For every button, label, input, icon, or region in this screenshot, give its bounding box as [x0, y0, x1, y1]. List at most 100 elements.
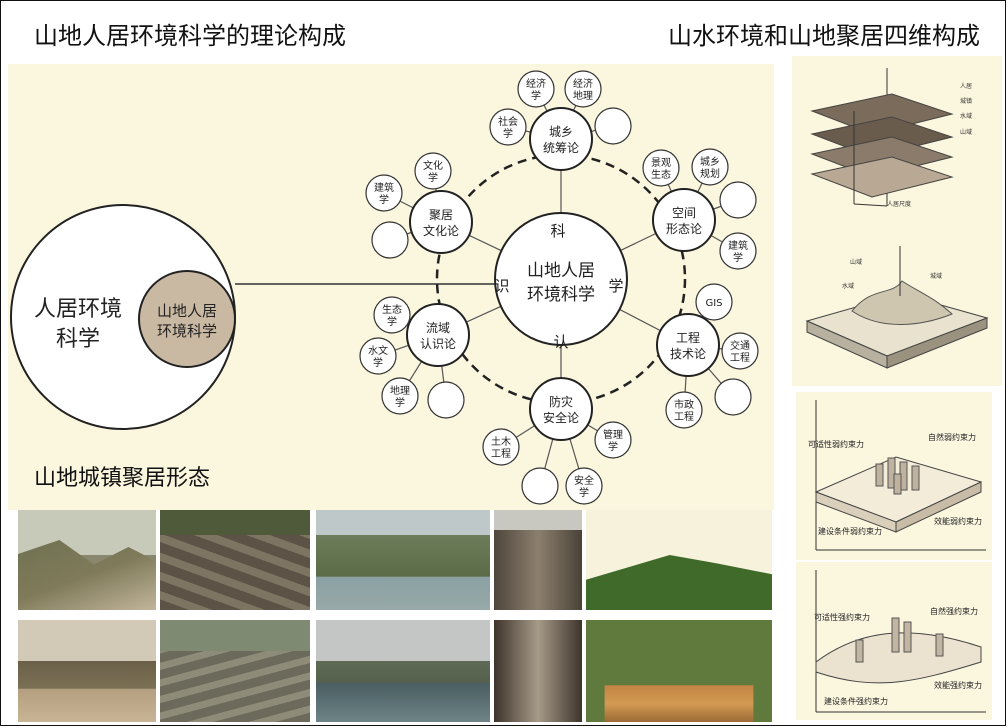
node-liuyu: 流域 认识论 [406, 303, 470, 367]
photo-3 [316, 510, 490, 610]
photo-10 [586, 620, 772, 722]
node-kongjian: 空间 形态论 [652, 188, 716, 252]
svg-text:聚居: 聚居 [429, 208, 453, 222]
photo-8 [316, 620, 490, 722]
svg-text:流域: 流域 [426, 321, 450, 335]
center-line1: 山地人居 [527, 261, 595, 281]
ring-word-bottom: 认 [553, 333, 568, 351]
svg-text:景观: 景观 [651, 157, 671, 169]
svg-text:学: 学 [379, 193, 389, 206]
weak-tl: 可适性弱约束力 [808, 439, 864, 449]
svg-text:形态论: 形态论 [666, 222, 702, 236]
svg-text:建筑: 建筑 [728, 239, 748, 252]
svg-text:空间: 空间 [672, 206, 696, 220]
ring-word-left: 识 [494, 277, 509, 295]
photo-5 [586, 510, 772, 610]
photo-9 [494, 620, 582, 722]
svg-text:学: 学 [373, 356, 383, 369]
node-juju: 聚居 文化论 [409, 190, 473, 254]
svg-text:规划: 规划 [700, 167, 720, 180]
svg-text:经济: 经济 [573, 77, 593, 90]
strong-tl: 可适性强约束力 [814, 612, 870, 622]
svg-text:山域: 山域 [850, 258, 862, 266]
node-chengxiang: 城乡 统筹论 [529, 107, 593, 171]
right-title: 山水环境和山地聚居四维构成 [668, 22, 980, 50]
inner-circle-line1: 山地人居 [157, 302, 217, 320]
big-circle-line2: 科学 [56, 327, 100, 352]
leaf-circles [359, 70, 759, 505]
svg-text:学: 学 [733, 251, 743, 264]
weak-constraints-panel: 可适性弱约束力 自然弱约束力 建设条件弱约束力 效能弱约束力 [796, 392, 992, 560]
svg-text:城镇: 城镇 [960, 97, 972, 105]
svg-text:水域: 水域 [842, 282, 854, 290]
svg-text:经济: 经济 [526, 77, 546, 90]
svg-text:学: 学 [395, 396, 405, 409]
big-circle-line1: 人居环境 [34, 297, 122, 322]
svg-text:文化论: 文化论 [423, 223, 459, 238]
svg-text:生态: 生态 [651, 168, 671, 181]
svg-text:水域: 水域 [960, 112, 972, 120]
node-gongcheng: 工程 技术论 [656, 313, 720, 377]
svg-text:社会: 社会 [498, 115, 518, 128]
svg-text:土木: 土木 [491, 435, 511, 448]
weak-constraints-diagram: 可适性弱约束力 自然弱约束力 建设条件弱约束力 效能弱约束力 [808, 400, 986, 551]
svg-text:学: 学 [579, 486, 589, 499]
svg-text:文化: 文化 [423, 159, 443, 172]
strong-constraints-diagram: 可适性强约束力 自然强约束力 建设条件强约束力 效能强约束力 [814, 570, 986, 713]
svg-text:市政: 市政 [674, 398, 694, 411]
svg-text:认识论: 认识论 [420, 337, 456, 351]
svg-text:技术论: 技术论 [670, 347, 706, 361]
svg-text:地理: 地理 [573, 89, 593, 102]
photo-6 [18, 620, 156, 722]
strong-constraints-panel: 可适性强约束力 自然强约束力 建设条件强约束力 效能强约束力 [796, 562, 992, 720]
photo-4 [494, 510, 582, 610]
photo-1 [18, 510, 156, 610]
weak-tr: 自然弱约束力 [928, 432, 976, 442]
svg-text:城域: 城域 [930, 272, 942, 280]
node-fangzai: 防灾 安全论 [529, 377, 593, 441]
svg-text:管理: 管理 [603, 428, 623, 441]
svg-text:学: 学 [531, 89, 541, 102]
svg-text:学: 学 [428, 171, 438, 184]
strong-tr: 自然强约束力 [930, 606, 978, 616]
weak-bl: 建设条件弱约束力 [818, 526, 882, 536]
svg-text:学: 学 [387, 315, 397, 328]
strong-br: 效能强约束力 [934, 680, 982, 690]
svg-text:生态: 生态 [382, 303, 402, 316]
center-circle [494, 212, 628, 346]
theory-diagram: 人居环境 科学 山地人居 环境科学 [10, 70, 759, 505]
svg-text:统筹论: 统筹论 [543, 141, 579, 155]
gallery-title: 山地城镇聚居形态 [34, 466, 211, 491]
photo-7 [160, 620, 310, 722]
dashed-ring [435, 153, 687, 405]
svg-text:安全论: 安全论 [543, 410, 579, 425]
svg-text:交通: 交通 [730, 339, 750, 352]
svg-text:人居: 人居 [960, 83, 972, 90]
svg-text:地理: 地理 [390, 384, 410, 397]
svg-text:工程: 工程 [674, 411, 694, 423]
svg-text:学: 学 [503, 127, 513, 140]
inner-circle [138, 270, 236, 368]
svg-text:防灾: 防灾 [549, 394, 573, 409]
layers-diagram: 人居 城镇 水域 山域 人居尺度 山域 水域 城域 [805, 68, 989, 369]
svg-text:GIS: GIS [705, 298, 722, 309]
center-line2: 环境科学 [527, 285, 595, 305]
ring-word-right: 学 [608, 277, 623, 295]
svg-text:工程: 工程 [491, 448, 511, 460]
svg-text:工程: 工程 [676, 330, 700, 345]
svg-text:山域: 山域 [960, 128, 972, 136]
svg-text:城乡: 城乡 [700, 156, 720, 168]
svg-text:人居尺度: 人居尺度 [887, 200, 911, 208]
weak-br: 效能弱约束力 [934, 516, 982, 526]
svg-text:学: 学 [608, 440, 618, 453]
left-title: 山地人居环境科学的理论构成 [34, 22, 346, 50]
theory-diagram-panel: 人居环境 科学 山地人居 环境科学 [8, 64, 774, 510]
svg-text:工程: 工程 [730, 352, 750, 364]
ring-word-top: 科 [550, 222, 565, 240]
inner-circle-line2: 环境科学 [157, 322, 217, 340]
svg-text:城乡: 城乡 [549, 125, 573, 139]
svg-text:水文: 水文 [368, 344, 388, 357]
photo-2 [160, 510, 310, 610]
svg-text:安全: 安全 [574, 474, 594, 487]
svg-text:建筑: 建筑 [374, 181, 394, 194]
